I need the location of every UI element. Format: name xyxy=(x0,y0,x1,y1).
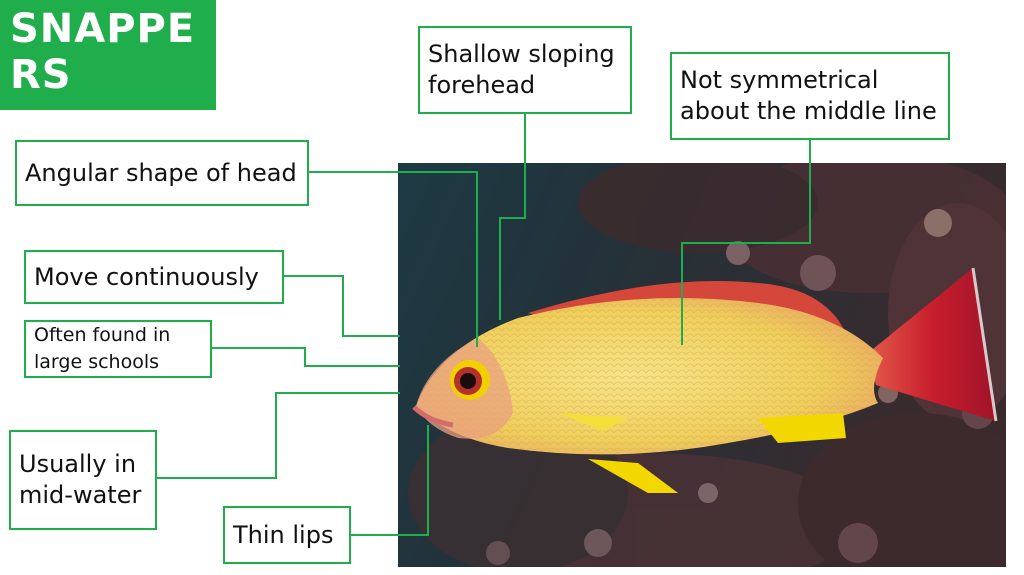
line-midwater xyxy=(157,392,400,479)
label-angular-head: Angular shape of head xyxy=(15,140,309,206)
line-schools xyxy=(212,347,400,367)
line-move xyxy=(284,275,400,337)
label-move-continuously: Move continuously xyxy=(24,250,284,304)
page-title: SNAPPERS xyxy=(0,0,216,110)
label-mid-water: Usually in mid-water xyxy=(9,430,157,530)
label-large-schools: Often found in large schools xyxy=(24,320,212,378)
snapper-photo xyxy=(398,163,1006,567)
label-not-symmetrical: Not symmetrical about the middle line xyxy=(670,52,950,140)
label-thin-lips: Thin lips xyxy=(223,506,351,564)
label-shallow-sloping-forehead: Shallow sloping forehead xyxy=(418,26,632,114)
